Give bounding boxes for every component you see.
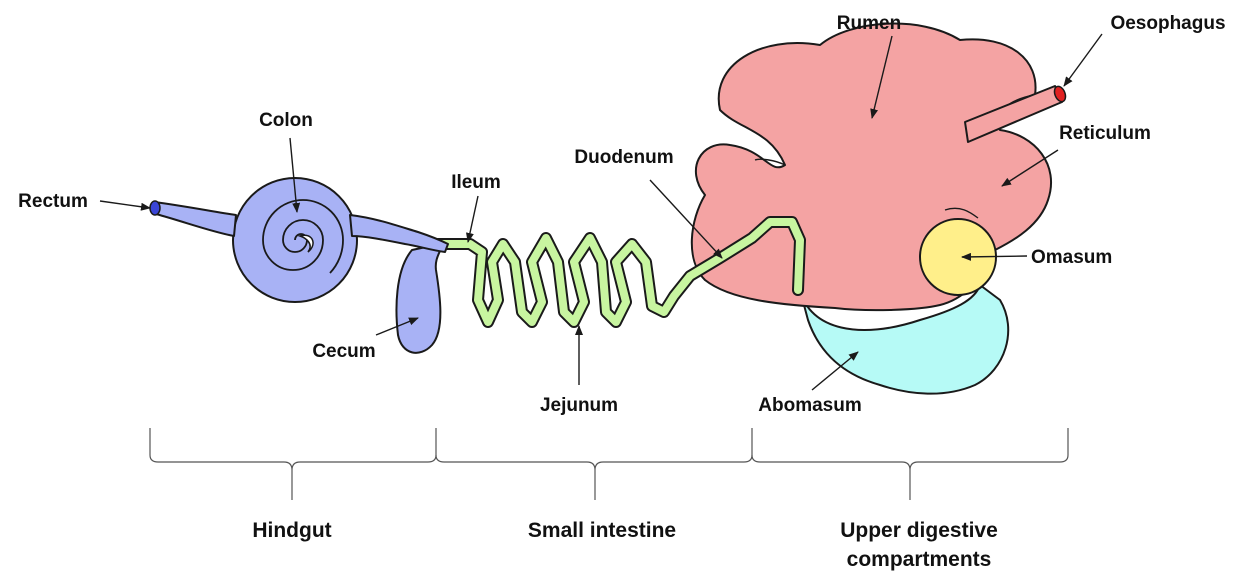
rumen-reticulum-shape (692, 24, 1051, 311)
omasum-arrow (962, 256, 1027, 257)
hindgut-brace (150, 428, 436, 500)
upper-digestive-group-label-line1: Upper digestive (840, 519, 998, 542)
small-intestine-group-label: Small intestine (528, 519, 676, 542)
ileum-label: Ileum (451, 172, 501, 193)
oesophagus-label: Oesophagus (1110, 13, 1225, 34)
upper-digestive-group-label-line2: compartments (847, 548, 992, 571)
jejunum-label: Jejunum (540, 395, 618, 416)
omasum-label: Omasum (1031, 247, 1112, 268)
upper-compartments-brace (752, 428, 1068, 500)
rectum-opening (150, 201, 160, 215)
colon-label: Colon (259, 110, 313, 131)
abomasum-label: Abomasum (758, 395, 861, 416)
rumen-label: Rumen (837, 13, 901, 34)
small-intestine-brace (436, 428, 752, 500)
ileum-arrow (468, 196, 478, 242)
colon-ileum-connector (350, 215, 448, 252)
oesophagus-arrow (1064, 34, 1102, 86)
rectum-tube (154, 202, 236, 236)
duodenum-label: Duodenum (574, 147, 673, 168)
reticulum-label: Reticulum (1059, 123, 1151, 144)
rectum-label: Rectum (18, 191, 88, 212)
cecum-label: Cecum (312, 341, 375, 362)
rectum-arrow (100, 201, 150, 208)
hindgut-group-label: Hindgut (252, 519, 331, 542)
cecum-shape (396, 244, 441, 353)
